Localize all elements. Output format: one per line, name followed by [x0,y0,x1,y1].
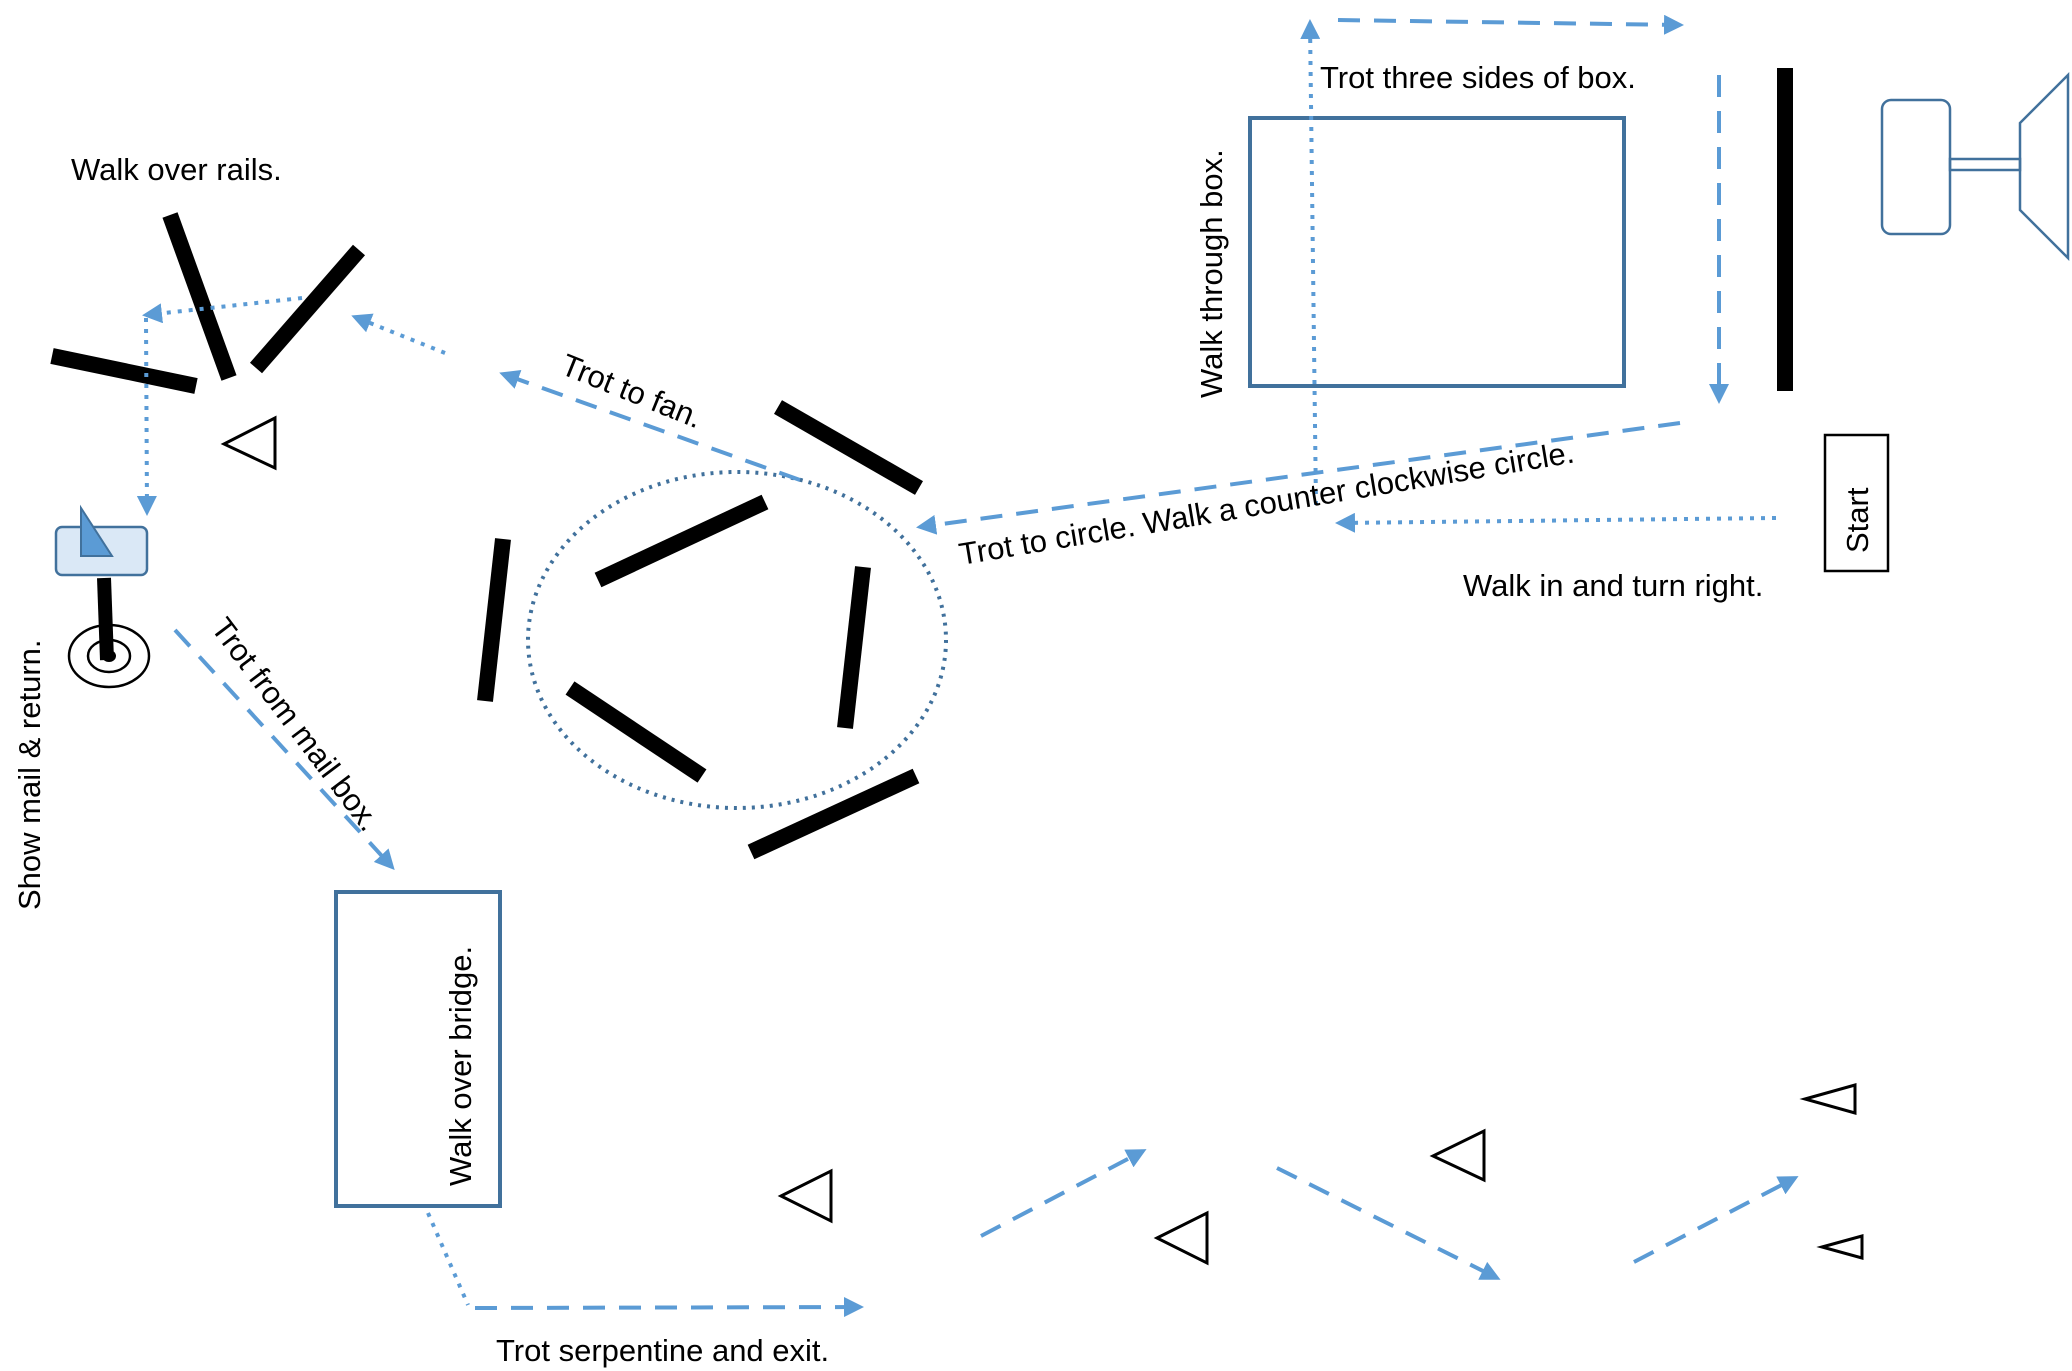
circle-rails-obstacle [477,400,948,860]
triangle-cone-icon [220,415,277,471]
path-serpentine-2 [980,1149,1147,1238]
label-walk-over-bridge: Walk over bridge. [443,946,478,1186]
walk-over-rails-obstacle [50,212,366,394]
path-over-rails [142,296,303,324]
triangle-cone-icon [1799,1083,1857,1115]
label-walk-in-turn-right: Walk in and turn right. [1463,568,1763,603]
path-walk-in [1335,512,1777,533]
rail [249,244,366,374]
label-trot-serpentine: Trot serpentine and exit. [496,1333,829,1368]
path-trot-to-circle [916,421,1681,535]
course-paths [136,14,1799,1318]
path-trot-to-fan [499,369,801,482]
rail [565,681,707,783]
path-serpentine-4 [1633,1176,1799,1264]
rail [162,212,237,381]
cones [220,415,1864,1266]
walk-through-box [1248,116,1626,388]
rail [594,494,769,588]
path-serpentine-1 [474,1297,864,1318]
triangle-cone-icon [1816,1234,1864,1260]
rail [837,566,871,729]
path-serpentine-3 [1276,1166,1501,1280]
path-walk-through-box [1300,19,1321,506]
rail [747,768,920,860]
path-trot-from-mailbox [173,628,395,870]
label-walk-through-box: Walk through box. [1194,149,1229,398]
triangle-cone-icon [1429,1128,1486,1183]
label-trot-from-mailbox: Trot from mail box. [204,611,387,838]
rail [50,348,198,394]
triangle-cone-icon [777,1168,833,1224]
path-to-fan-dots [351,313,446,355]
rail [774,400,923,495]
triangle-cone-icon [1153,1210,1209,1266]
start-box [1823,433,1890,573]
mailbox-icon [54,504,151,689]
fan-icon [1880,71,2070,262]
rail [477,538,511,702]
bridge [334,890,502,1208]
path-to-mailbox [136,317,157,516]
label-start: Start [1840,487,1875,553]
path-trot-box-top [1337,14,1684,35]
circle-path [526,470,948,810]
label-show-mail: Show mail & return. [12,640,47,911]
label-trot-three-sides: Trot three sides of box. [1320,60,1636,95]
label-walk-over-rails: Walk over rails. [71,152,282,187]
label-trot-to-circle: Trot to circle. Walk a counter clockwise… [956,435,1576,572]
path-bridge-exit [426,1212,470,1306]
label-trot-to-fan: Trot to fan. [556,347,707,435]
